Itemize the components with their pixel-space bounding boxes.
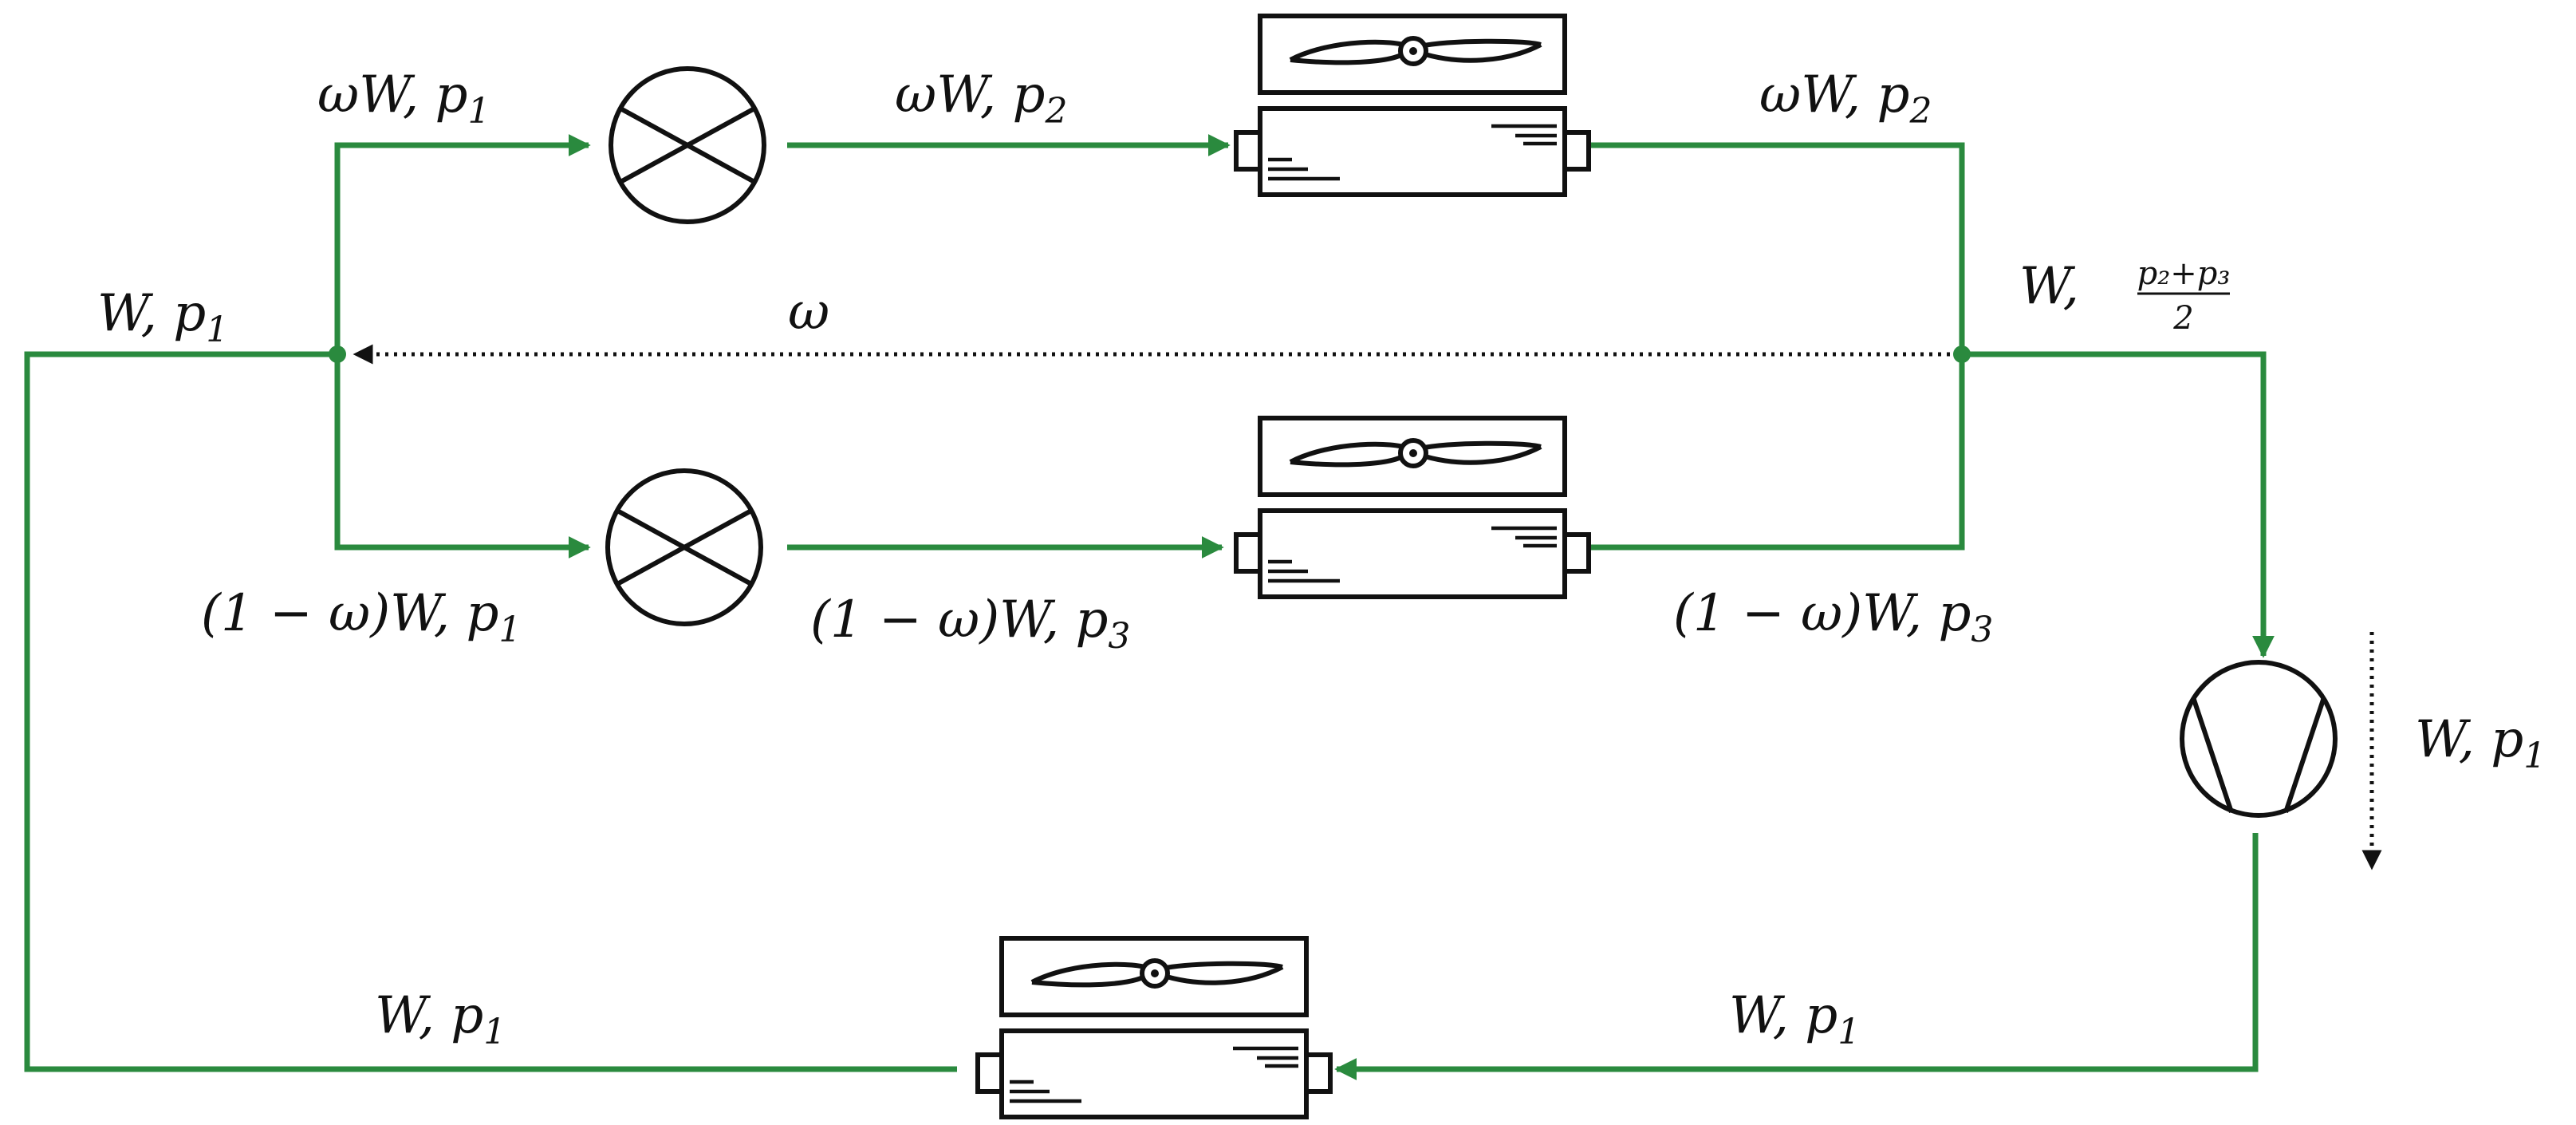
mix-fraction-denominator: 2	[2172, 300, 2193, 337]
label-lower-valve-out: (1 − ω)W, p3	[810, 590, 1130, 657]
pipe-lower-evap-out	[1590, 354, 1965, 551]
label-upper-evap-out: ωW, p2	[1759, 65, 1932, 132]
pipe-lower-branch-in	[334, 354, 591, 559]
label-upper-valve-in: ωW, p1	[317, 65, 490, 132]
fan-heat-exchanger-icon	[1236, 16, 1589, 195]
evaporator-upper	[1236, 16, 1589, 195]
split-junction	[329, 345, 346, 363]
mix-junction	[1953, 345, 1971, 363]
pipe-to-compressor	[1962, 351, 2275, 658]
fan-heat-exchanger-icon	[978, 938, 1330, 1117]
pipe-upper-evap-out	[1590, 142, 1965, 354]
condenser	[978, 938, 1330, 1117]
label-lower-evap-out: (1 − ω)W, p3	[1673, 584, 1993, 650]
fan-heat-exchanger-icon	[1236, 418, 1589, 597]
expansion-valve-lower	[605, 468, 763, 626]
svg-text:W,: W,	[2019, 257, 2079, 316]
compressor	[2180, 660, 2338, 818]
mix-fraction-numerator: p₂+p₃	[2137, 255, 2231, 292]
pipe-upper-branch-in	[334, 134, 591, 354]
expansion-valve-icon	[609, 66, 766, 224]
label-condenser-in: W, p1	[1729, 986, 1860, 1052]
compressor-icon	[2180, 660, 2338, 818]
label-mix-point: W, p₂+p₃ 2	[2019, 255, 2230, 337]
expansion-valve-icon	[605, 468, 763, 626]
label-lower-valve-in: (1 − ω)W, p1	[201, 584, 521, 650]
label-split-signal: ω	[788, 282, 829, 341]
pipe-compressor-to-condenser	[1334, 833, 2259, 1080]
pipe-main-loop-left	[24, 351, 957, 1072]
expansion-valve-upper	[609, 66, 766, 224]
refrigerant-piping	[24, 134, 2275, 1080]
label-condenser-out: W, p1	[375, 986, 506, 1052]
label-upper-valve-out: ωW, p2	[895, 65, 1067, 132]
label-compressor-side: W, p1	[2415, 710, 2546, 776]
label-inlet-main: W, p1	[97, 284, 228, 350]
evaporator-lower	[1236, 418, 1589, 597]
